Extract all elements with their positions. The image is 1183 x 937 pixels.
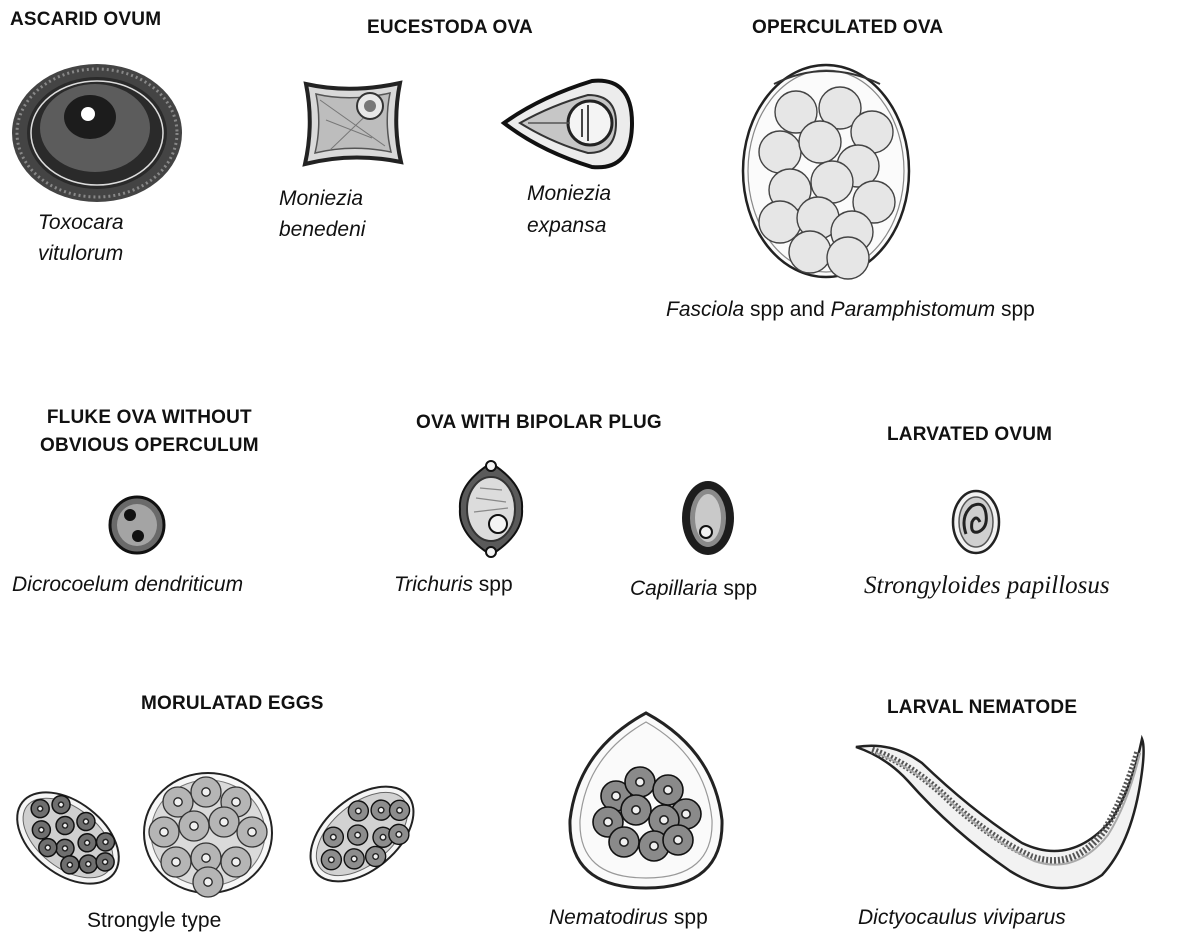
- label-dictyocaulus: Dictyocaulus viviparus: [858, 906, 1066, 930]
- cell-nucleus: [202, 788, 210, 796]
- cell-nucleus: [636, 778, 644, 786]
- label-nematodirus: Nematodirus spp: [549, 906, 708, 930]
- trichuris-egg-icon: [456, 460, 526, 558]
- heading-fluke-ova: FLUKE OVA WITHOUT OBVIOUS OPERCULUM: [40, 404, 259, 460]
- label-moniezia-benedeni: Moniezia benedeni: [279, 183, 365, 245]
- label-fasciola-genus: Fasciola: [666, 298, 744, 321]
- label-dicrocoelium: Dicrocoelum dendriticum: [12, 573, 243, 597]
- strongyle-egg-right-icon: [300, 778, 424, 890]
- label-toxocara: Toxocara vitulorum: [38, 207, 124, 269]
- heading-larvated-ovum: LARVATED OVUM: [887, 424, 1052, 446]
- heading-morulated-eggs: MORULATAD EGGS: [141, 693, 324, 715]
- label-nematodirus-genus: Nematodirus: [549, 906, 668, 929]
- label-capillaria: Capillaria spp: [630, 577, 757, 601]
- cell-nucleus: [664, 786, 672, 794]
- cell-blob: [827, 237, 869, 279]
- label-moniezia-expansa: Moniezia expansa: [527, 178, 611, 242]
- label-capillaria-tail: spp: [718, 577, 758, 600]
- cell-nucleus: [660, 816, 668, 824]
- label-capillaria-genus: Capillaria: [630, 577, 718, 600]
- nematodirus-egg-icon: [564, 710, 728, 892]
- capillaria-egg-icon: [678, 478, 738, 558]
- cell-blob: [799, 121, 841, 163]
- dictyocaulus-larva-icon: [852, 735, 1148, 895]
- heading-bipolar-plug: OVA WITH BIPOLAR PLUG: [416, 412, 662, 434]
- label-moniezia-e-line2: expansa: [527, 214, 606, 237]
- cell-nucleus: [620, 838, 628, 846]
- label-fasciola-paramphistomum: Fasciola spp and Paramphistomum spp: [666, 298, 1035, 322]
- cell-nucleus: [632, 806, 640, 814]
- heading-fluke-line1: FLUKE OVA WITHOUT: [40, 404, 259, 432]
- cell-nucleus: [232, 858, 240, 866]
- label-toxocara-line1: Toxocara: [38, 211, 124, 234]
- cell-nucleus: [650, 842, 658, 850]
- moniezia-expansa-egg-icon: [500, 75, 636, 175]
- cell-nucleus: [202, 854, 210, 862]
- cell-nucleus: [204, 878, 212, 886]
- cell-nucleus: [682, 810, 690, 818]
- label-moniezia-b-line2: benedeni: [279, 218, 365, 241]
- cell-nucleus: [248, 828, 256, 836]
- label-nematodirus-tail: spp: [668, 906, 708, 929]
- cell-nucleus: [612, 792, 620, 800]
- label-dicrocoelium-text: Dicrocoelum dendriticum: [12, 573, 243, 596]
- cell-blob: [759, 131, 801, 173]
- label-trichuris: Trichuris spp: [394, 573, 513, 597]
- heading-larval-nematode: LARVAL NEMATODE: [887, 697, 1077, 719]
- label-strongyle-type: Strongyle type: [87, 909, 221, 933]
- cell-nucleus: [172, 858, 180, 866]
- label-moniezia-b-line1: Moniezia: [279, 187, 363, 210]
- cell-nucleus: [674, 836, 682, 844]
- fasciola-egg-icon: [740, 62, 912, 280]
- label-trichuris-genus: Trichuris: [394, 573, 473, 596]
- strongyle-egg-left-icon: [8, 782, 128, 894]
- strongyle-egg-center-icon: [140, 770, 276, 896]
- label-dictyocaulus-text: Dictyocaulus viviparus: [858, 906, 1066, 929]
- label-fasciola-mid: spp and: [744, 298, 830, 321]
- cell-nucleus: [220, 818, 228, 826]
- heading-fluke-line2: OBVIOUS OPERCULUM: [40, 432, 259, 460]
- heading-operculated-ova: OPERCULATED OVA: [752, 17, 943, 39]
- label-toxocara-line2: vitulorum: [38, 242, 123, 265]
- label-paramph-tail: spp: [995, 298, 1035, 321]
- cell-nucleus: [232, 798, 240, 806]
- moniezia-benedeni-egg-icon: [300, 80, 406, 166]
- cell-nucleus: [190, 822, 198, 830]
- dicrocoelium-egg-icon: [106, 494, 168, 556]
- strongyloides-egg-icon: [950, 488, 1002, 556]
- cell-nucleus: [604, 818, 612, 826]
- cell-nucleus: [160, 828, 168, 836]
- toxocara-egg-icon: [10, 62, 186, 206]
- cell-nucleus: [174, 798, 182, 806]
- label-trichuris-tail: spp: [473, 573, 513, 596]
- label-paramph-genus: Paramphistomum: [831, 298, 996, 321]
- label-moniezia-e-line1: Moniezia: [527, 182, 611, 205]
- heading-eucestoda-ova: EUCESTODA OVA: [367, 17, 533, 39]
- heading-ascarid-ovum: ASCARID OVUM: [10, 9, 161, 31]
- label-strongyloides: Strongyloides papillosus: [864, 572, 1110, 600]
- cell-blob: [789, 231, 831, 273]
